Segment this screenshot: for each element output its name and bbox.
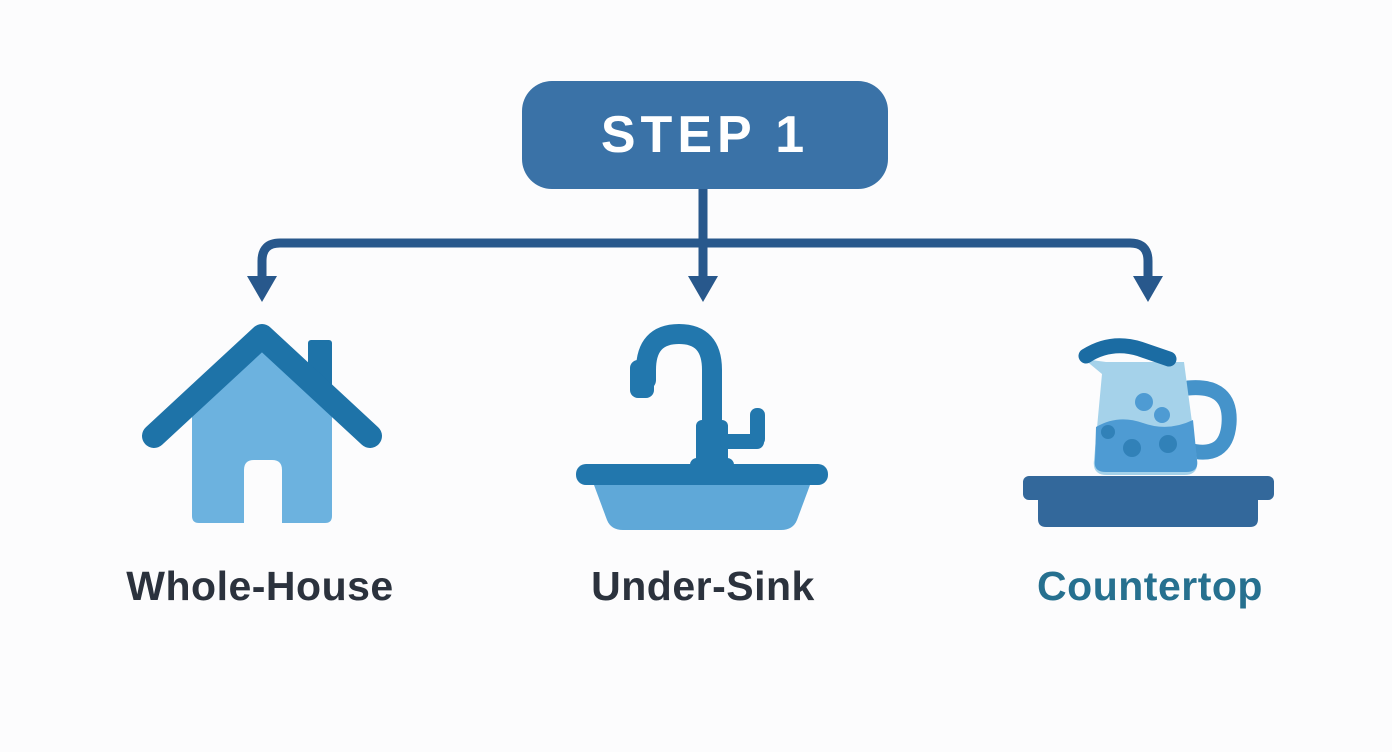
arrow-down-icon xyxy=(688,276,718,302)
step-badge: STEP 1 xyxy=(522,81,888,189)
house-icon xyxy=(142,324,382,523)
option-label-whole-house: Whole-House xyxy=(126,563,394,609)
arrowhead-group xyxy=(247,276,1163,302)
sink-faucet-icon xyxy=(576,323,828,530)
pitcher-on-counter-icon xyxy=(1023,338,1274,527)
connector-stroke-group xyxy=(257,189,1153,281)
option-label-under-sink: Under-Sink xyxy=(591,563,815,609)
step-badge-label: STEP 1 xyxy=(600,106,810,164)
arrow-down-icon xyxy=(1133,276,1163,302)
option-countertop xyxy=(1016,334,1278,530)
arrow-down-icon xyxy=(247,276,277,302)
option-whole-house xyxy=(140,320,384,530)
option-label-countertop: Countertop xyxy=(1037,563,1263,609)
connector-bracket xyxy=(257,238,1153,281)
option-under-sink xyxy=(572,322,832,532)
